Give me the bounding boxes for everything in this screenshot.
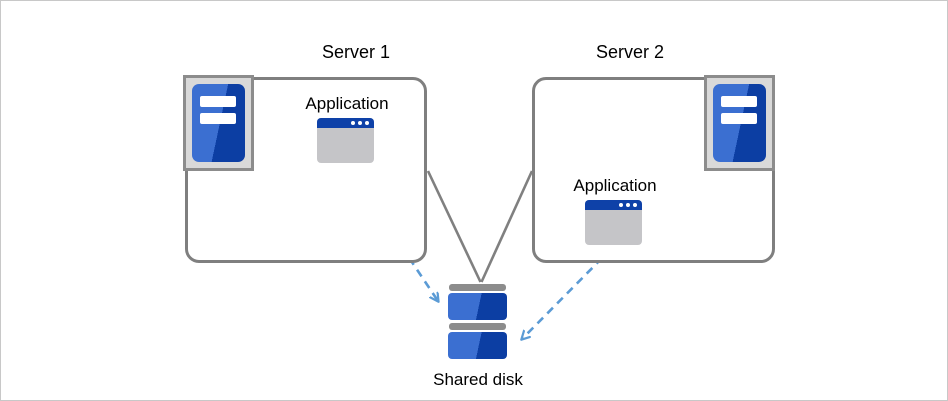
application-window-icon xyxy=(317,118,374,163)
server2-title: Server 2 xyxy=(595,42,665,62)
shared-disk-label: Shared disk xyxy=(433,370,523,389)
tower-slot-bar xyxy=(721,96,757,107)
connector-server1-disk xyxy=(426,170,482,283)
window-dots-icon xyxy=(619,203,637,207)
server-tower-icon xyxy=(713,84,766,162)
window-titlebar xyxy=(317,118,374,128)
connector-server2-disk xyxy=(480,170,534,283)
application-window-icon xyxy=(585,200,642,245)
disk-middle-bar xyxy=(449,323,506,330)
server2-app-label: Application xyxy=(573,176,657,195)
tower-slot-bar xyxy=(721,113,757,124)
tower-slot-bar xyxy=(200,113,236,124)
server1-tower-tile xyxy=(183,75,254,171)
disk-unit xyxy=(448,332,507,359)
disk-unit xyxy=(448,293,507,320)
server-tower-icon xyxy=(192,84,245,162)
server1-title: Server 1 xyxy=(321,42,391,62)
tower-slot-bar xyxy=(200,96,236,107)
server2-tower-tile xyxy=(704,75,775,171)
window-dots-icon xyxy=(351,121,369,125)
disk-top-bar xyxy=(449,284,506,291)
window-titlebar xyxy=(585,200,642,210)
server1-app-label: Application xyxy=(305,94,389,113)
